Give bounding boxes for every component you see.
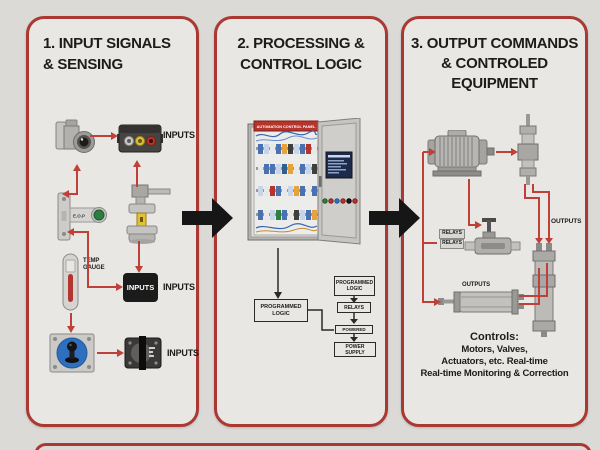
stage-arrow-1 <box>182 198 233 238</box>
panel-processing-logic: 2. PROCESSING & CONTROL LOGIC AUTOMATION… <box>214 16 388 427</box>
flow-chain-box-1: PROGRAMMED LOGIC <box>334 276 375 296</box>
flow-main-box: PROGRAMMED LOGIC <box>254 299 308 322</box>
pneumatic-cylinder-top-icon <box>517 114 539 185</box>
bottom-banner-edge <box>34 443 592 450</box>
pneumatic-cylinder-right-icon <box>532 243 556 337</box>
relays-tag-top: RELAYS <box>439 229 465 239</box>
pneumatic-cylinder-bottom-icon <box>438 289 524 315</box>
flow-chain-box-3: POWERED <box>335 325 373 334</box>
panel2-title-line2: CONTROL LOGIC <box>240 56 362 73</box>
inputs-label-connector: INPUTS <box>163 130 195 140</box>
joystick-icon <box>49 333 95 373</box>
footer-line4: Real-time Monitoring & Correction <box>420 368 569 379</box>
panel3-title-line1: 3. OUTPUT COMMANDS <box>410 35 579 52</box>
panel2-title-line1: 2. PROCESSING & <box>237 35 365 52</box>
outputs-label-right: OUTPUTS <box>551 218 582 225</box>
panel3-footer: Controls: Motors, Valves, Actuators, etc… <box>404 330 585 380</box>
panel-output-equipment: 3. OUTPUT COMMANDS & CONTROLED EQUIPMENT <box>401 16 588 427</box>
inputs-module: INPUTS <box>123 273 158 302</box>
toggle-switch-icon <box>124 336 162 370</box>
temp-gauge-label-line2: GAUGE <box>83 265 105 271</box>
temp-gauge-label-line1: TEMP <box>83 258 100 264</box>
limit-switch-icon: E.O.P <box>57 192 107 241</box>
control-valve-icon <box>464 218 521 255</box>
solenoid-valve-icon <box>126 184 171 244</box>
electric-motor-icon <box>427 130 495 177</box>
footer-line1: Controls: <box>470 331 519 343</box>
footer-line2: Motors, Valves, <box>461 344 528 355</box>
control-cabinet: AUTOMATION CONTROL PANEL <box>247 118 361 245</box>
footer-line3: Actuators, etc. Real-time <box>441 356 548 367</box>
panel1-title-line1: 1. INPUT SIGNALS <box>43 35 171 52</box>
outputs-label-bottom: OUTPUTS <box>462 282 490 288</box>
panel3-title-line2: & CONTROLED <box>441 55 548 72</box>
inputs-connector-icon <box>117 124 163 153</box>
svg-text:E.O.P: E.O.P <box>73 214 85 219</box>
temperature-gauge-icon <box>62 253 79 311</box>
inputs-label-toggle: INPUTS <box>167 348 199 358</box>
flow-chain-box-2: RELAYS <box>337 302 371 313</box>
panel-input-signals: 1. INPUT SIGNALS & SENSING INPUTS <box>26 16 199 427</box>
flow-chain-box-4: POWER SUPPLY <box>334 342 376 357</box>
stage-arrow-2 <box>369 198 420 238</box>
inputs-label-module: INPUTS <box>163 282 195 292</box>
camera-sensor-icon <box>55 119 95 153</box>
panel3-title-line3: EQUIPMENT <box>451 75 538 92</box>
svg-text:AUTOMATION CONTROL PANEL: AUTOMATION CONTROL PANEL <box>257 125 316 129</box>
panel1-title-line2: & SENSING <box>43 56 123 73</box>
temp-gauge-label: TEMP GAUGE <box>83 258 105 272</box>
relays-tag-bottom: RELAYS <box>440 239 464 249</box>
